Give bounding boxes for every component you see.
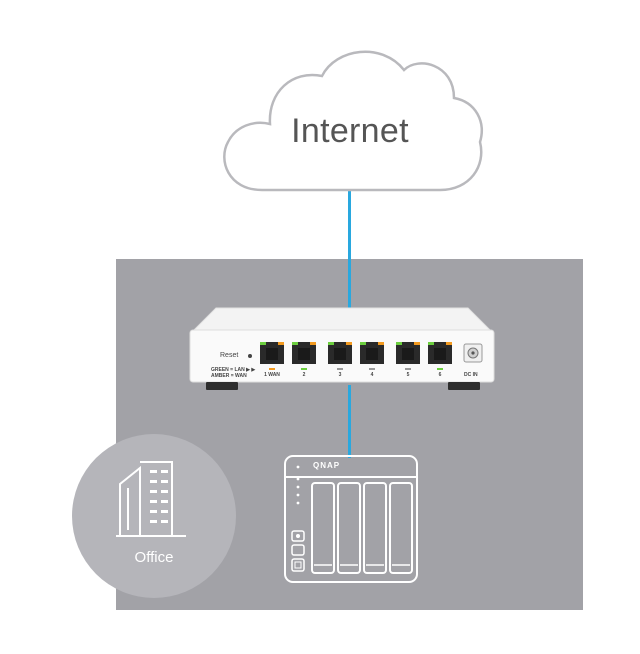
port-label-1: 1 WAN: [264, 372, 280, 378]
cloud-icon: [223, 50, 483, 192]
internet-router-link: [348, 190, 351, 308]
led-legend-lan: GREEN = LAN ▶ ▶: [211, 367, 256, 373]
port-label-2: 2: [302, 372, 306, 378]
port-label-6: 6: [438, 372, 442, 378]
dc-in-label: DC IN: [464, 372, 478, 378]
office-building-icon: [72, 434, 236, 598]
nas-device: [284, 455, 418, 583]
port-label-4: 4: [370, 372, 374, 378]
router-ports: [260, 342, 452, 364]
reset-label: Reset: [220, 352, 239, 359]
led-legend-wan: AMBER = WAN: [211, 373, 247, 379]
port-label-3: 3: [338, 372, 342, 378]
router-nas-link: [348, 385, 351, 458]
port-label-5: 5: [406, 372, 410, 378]
router-device: [189, 307, 495, 390]
cloud-label: Internet: [291, 112, 409, 150]
nas-brand-logo: QNAP: [313, 461, 341, 470]
office-label: Office: [134, 549, 174, 566]
